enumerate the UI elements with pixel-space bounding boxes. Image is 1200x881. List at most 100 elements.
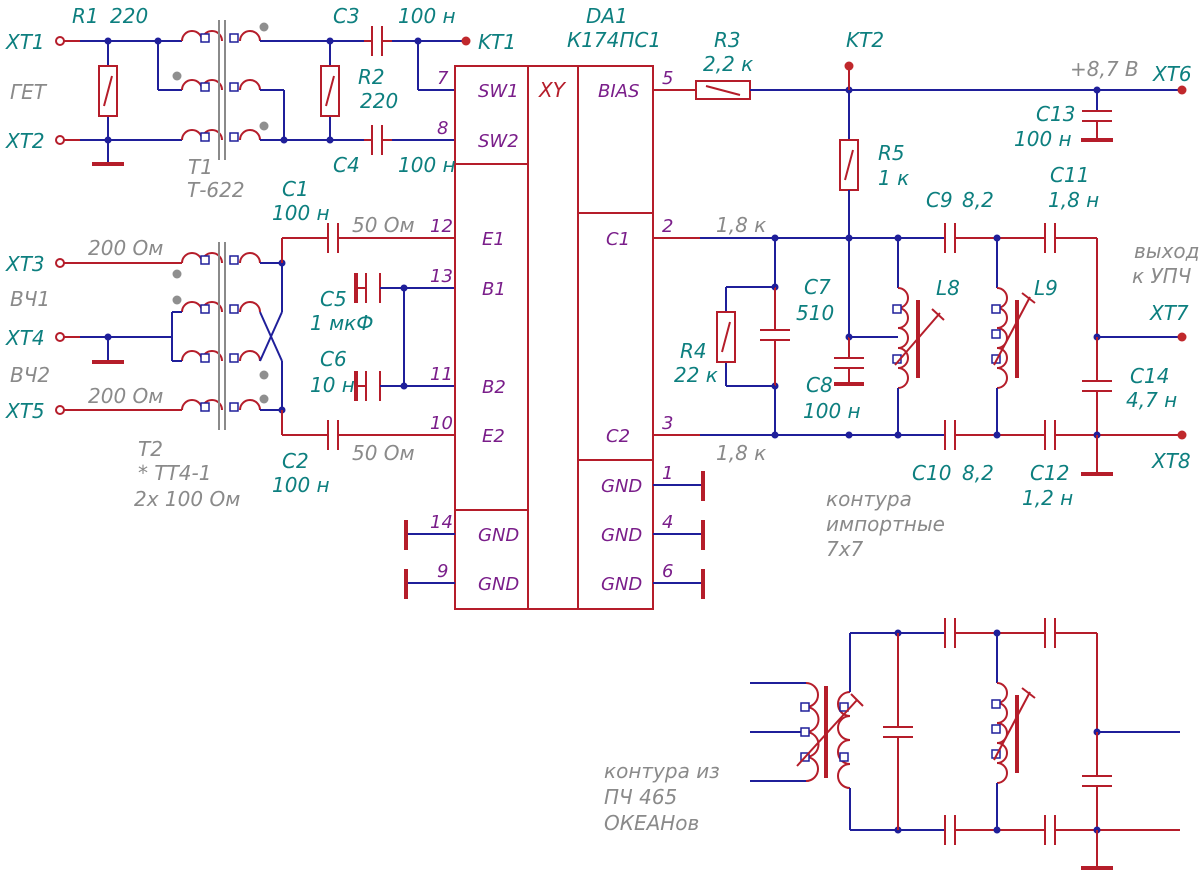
label-load-2: 1,8 к	[716, 441, 766, 465]
capacitor-c8	[834, 337, 864, 386]
transformer-t2	[172, 242, 269, 430]
value-t1: Т-622	[187, 178, 245, 202]
note-okean-3: ОКЕАНов	[604, 811, 699, 835]
value-c13: 100 н	[1014, 127, 1072, 151]
pin-num-3: 3	[662, 413, 673, 434]
capacitor-c14	[1082, 337, 1112, 435]
resistor-r4	[716, 286, 775, 387]
label-xt2: XT2	[5, 129, 45, 153]
capacitor-c3	[364, 26, 392, 56]
resistor-r3	[695, 80, 751, 100]
value-c6: 10 н	[310, 373, 355, 397]
value-c9: 8,2	[962, 188, 994, 212]
capacitor-c4	[364, 125, 392, 155]
label-xt6: XT6	[1152, 62, 1192, 86]
note-okean-2: ПЧ 465	[604, 785, 677, 809]
label-xt5: XT5	[5, 399, 45, 423]
label-xt4: XT4	[5, 326, 45, 350]
value-c1: 100 н	[272, 201, 330, 225]
labels: XT1 XT2 ГЕТ R1 220 T1 Т-622 C3 100 н R2 …	[5, 4, 1199, 835]
value-t2: * ТТ4-1	[138, 461, 211, 485]
label-da1: DA1	[586, 4, 628, 28]
pin-num-1: 1	[662, 463, 673, 484]
testpoint-kt1[interactable]	[461, 36, 471, 46]
testpoint-kt2[interactable]	[844, 61, 854, 71]
label-l8: L8	[936, 276, 960, 300]
label-output-1: выход	[1134, 239, 1199, 263]
resistor-r1	[98, 41, 118, 140]
pin-name-gnd14: GND	[478, 525, 519, 546]
label-load-1: 1,8 к	[716, 213, 766, 237]
note-t2: 2х 100 Ом	[134, 487, 240, 511]
label-kt1: KT1	[478, 30, 516, 54]
resistor-r5	[839, 90, 859, 337]
label-chip-core: XY	[538, 78, 567, 102]
label-chip-part: К174ПС1	[567, 28, 661, 52]
label-l9: L9	[1034, 276, 1058, 300]
pin-name-sw2: SW2	[478, 131, 519, 152]
pin-num-8: 8	[437, 118, 448, 139]
terminal-xt6[interactable]	[1177, 85, 1187, 95]
value-r1: 220	[110, 4, 148, 28]
bias-supply-section	[653, 61, 1187, 386]
label-c14: C14	[1130, 364, 1169, 388]
terminal-xt4[interactable]	[55, 332, 65, 342]
label-xt8: XT8	[1151, 449, 1191, 473]
value-c2: 100 н	[272, 473, 330, 497]
label-c5: C5	[320, 287, 347, 311]
capacitor-c7	[760, 287, 790, 386]
capacitor-c2	[327, 420, 339, 450]
value-r2: 220	[360, 89, 398, 113]
resistor-r2	[320, 37, 340, 144]
pin-name-e2: E2	[482, 426, 505, 447]
pin-name-b1: B1	[482, 279, 506, 300]
label-xt7: XT7	[1149, 301, 1189, 325]
label-c4: C4	[333, 153, 360, 177]
pin-name-sw1: SW1	[478, 81, 519, 102]
note-import-3: 7х7	[826, 537, 864, 561]
value-r3: 2,2 к	[703, 52, 753, 76]
label-imp-200b: 200 Ом	[88, 384, 163, 408]
label-imp-200a: 200 Ом	[88, 236, 163, 260]
terminal-xt5[interactable]	[55, 405, 65, 415]
label-c8: C8	[806, 373, 833, 397]
pin-num-4: 4	[662, 512, 673, 533]
label-xt3: XT3	[5, 252, 45, 276]
note-import-2: импортные	[826, 512, 945, 536]
value-c14: 4,7 н	[1126, 388, 1177, 412]
label-output-2: к УПЧ	[1132, 264, 1192, 288]
label-c9: C9	[926, 188, 953, 212]
terminal-xt7[interactable]	[1177, 332, 1187, 342]
label-vch1: ВЧ1	[10, 287, 50, 311]
pin-num-13: 13	[430, 266, 453, 287]
terminal-xt2[interactable]	[55, 135, 65, 145]
pin-num-5: 5	[662, 68, 673, 89]
label-t1: T1	[188, 155, 213, 179]
label-supply: +8,7 В	[1070, 57, 1139, 81]
label-kt2: KT2	[846, 28, 884, 52]
value-c11: 1,8 н	[1048, 188, 1099, 212]
pin-name-b2: B2	[482, 377, 506, 398]
rf-input-section	[55, 223, 455, 450]
value-r5: 1 к	[878, 166, 909, 190]
value-c12: 1,2 н	[1022, 486, 1073, 510]
label-c6: C6	[320, 347, 347, 371]
pin-num-12: 12	[430, 216, 453, 237]
note-okean-1: контура из	[604, 759, 720, 783]
terminal-xt8[interactable]	[1177, 430, 1187, 440]
label-c12: C12	[1030, 461, 1069, 485]
inductor-l8	[892, 238, 945, 435]
ic-da1	[404, 65, 705, 610]
value-c4: 100 н	[398, 153, 456, 177]
terminal-xt3[interactable]	[55, 258, 65, 268]
pin-name-gnd4: GND	[601, 525, 642, 546]
terminal-xt1[interactable]	[55, 36, 65, 46]
capacitor-c1	[327, 223, 339, 253]
heterodyne-input-section	[55, 20, 471, 166]
label-xt1: XT1	[5, 30, 45, 54]
value-c10: 8,2	[962, 461, 994, 485]
pin-num-10: 10	[430, 413, 453, 434]
pin-num-7: 7	[437, 68, 449, 89]
pin-name-gnd6: GND	[601, 574, 642, 595]
pin-num-11: 11	[430, 364, 453, 385]
